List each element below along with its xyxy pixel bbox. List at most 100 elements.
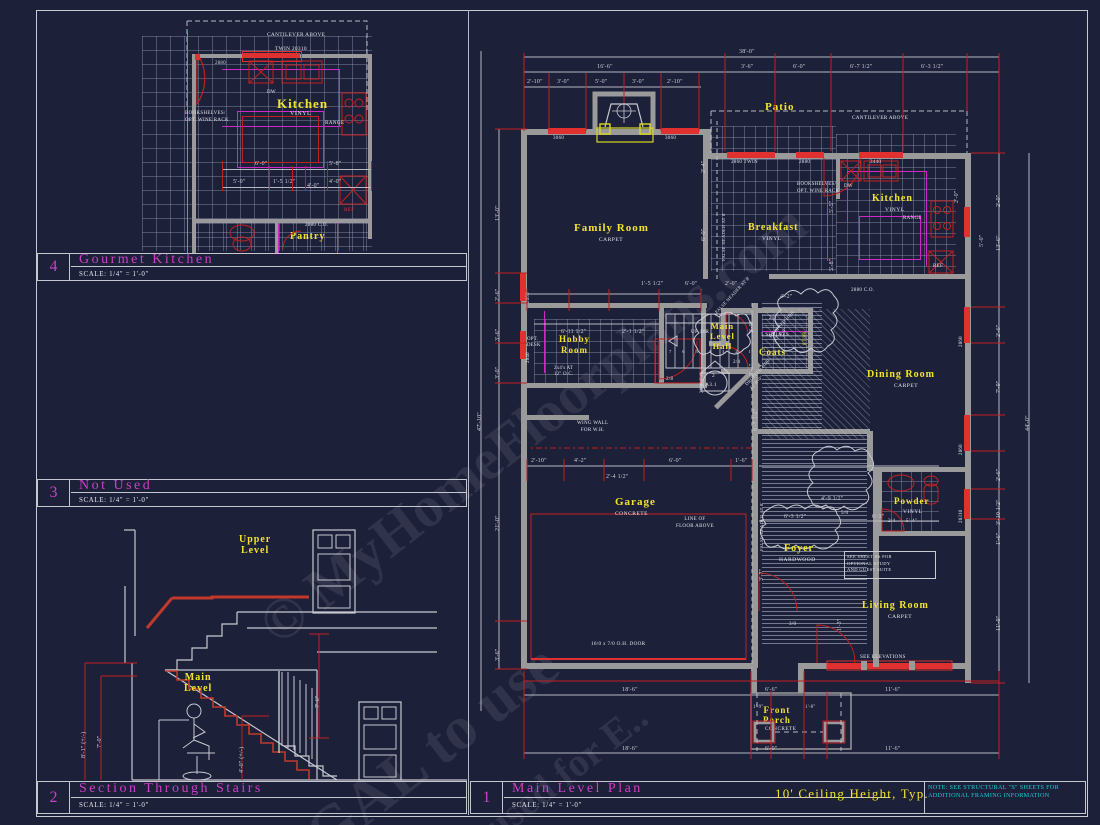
kitchen-bookshelves-note: BOOKSHELVES/OPT. WINE RACK (185, 111, 229, 123)
kitchen-pantry-counter2 (337, 223, 339, 253)
dim-int-2-0-kitchen: 2'-0" (954, 190, 960, 203)
window-2860-twin (727, 152, 775, 158)
dim-top-3-0-b: 3'-0" (632, 79, 645, 85)
title-block-4-title: Gourmet Kitchen (71, 252, 466, 267)
kitchen-range-label: RANGE (325, 120, 345, 126)
wall-diagonal-block (709, 341, 729, 346)
kitchen-left-wall (192, 54, 196, 254)
dim-int-6-3-a: 6'-3 1/2" (784, 514, 807, 520)
dim-int-4-2: 4'-2" (574, 458, 587, 464)
dim-int-2-4: 2'-4 1/2" (606, 474, 629, 480)
kitchen-door-swing (195, 54, 206, 106)
note-dw-plan: DW (844, 184, 853, 189)
dim-top-3-0-a: 3'-0" (557, 79, 570, 85)
kitchen-window-twin (242, 53, 300, 58)
dim-top-5-0: 5'-0" (595, 79, 608, 85)
dim-int-6-3-b: 6'-3" (872, 514, 885, 520)
window-2860-right-a (964, 307, 970, 343)
kitchen-pantry-co-note: 2880 C.O. (305, 223, 329, 228)
dim-int-6-0-a: 6'-0" (685, 281, 698, 287)
note-range-plan: RANGE (903, 216, 922, 221)
title-block-4-scale: SCALE: 1/4" = 1'-0" (79, 269, 149, 278)
kitchen-dim-line-b (222, 187, 372, 188)
kitchen-ext-e (327, 161, 328, 191)
kitchen-ref-label: REF (344, 207, 355, 213)
dim-int-2-10: 2'-10" (531, 458, 547, 464)
wall-kitchen-dining (769, 274, 969, 279)
kitchen-counter-right (339, 69, 341, 127)
room-finish-kitchen-plan: VINYL (885, 207, 905, 213)
title-block-4: 4 Gourmet Kitchen SCALE: 1/4" = 1'-0" (37, 252, 467, 281)
kitchen-plan-counter-2 (847, 171, 927, 173)
window-28310-powder (964, 489, 970, 519)
kitchen-counter-bottom (222, 126, 341, 128)
stair-up-18r-label: UP 18R (691, 329, 710, 335)
dim-int-5-5-kitchen: 5'-5" (829, 200, 835, 213)
kitchen-dw-label: DW (267, 90, 276, 95)
room-finish-living-room: CARPET (888, 614, 913, 620)
section-marker-number: 2 (712, 373, 715, 379)
kitchen-sink (248, 60, 367, 205)
door-2880-patio (796, 152, 824, 158)
dimensions-bottom (523, 671, 1000, 759)
ceiling-height-note: 10' Ceiling Height, Typ. (775, 786, 929, 801)
kitchen-dim-5-0: 5'-0" (233, 179, 246, 185)
room-label-breakfast: Breakfast (748, 222, 799, 233)
note-door-3-0: 3/0 (789, 622, 797, 627)
dim-int-2-0-coats: 2'-0" (749, 320, 755, 333)
kitchen-dim-5-8: 5'-8" (329, 161, 342, 167)
note-bookshelves-plan: BOOKSHELVES/OPT. WINE RACK (797, 182, 840, 194)
room-label-living-room: Living Room (862, 600, 929, 611)
room-finish-breakfast: VINYL (762, 236, 782, 242)
stair-section-geometry (84, 529, 467, 781)
hobby-opt-desk (544, 311, 546, 373)
dimensions-interior (526, 289, 939, 522)
dim-int-6-0-b: 6'-0" (669, 458, 682, 464)
dim-int-2-4-bay: 2'-4" (701, 160, 707, 173)
title-block-1-scale: SCALE: 1/4" = 1'-0" (512, 801, 582, 810)
room-label-coats: Coats (759, 347, 786, 357)
window-3060-right (661, 128, 699, 134)
kitchen-twin-window-note: TWIN 20310 (275, 46, 307, 52)
dim-int-3-7: 3'-7" (759, 568, 765, 581)
kitchen-island-inner (242, 116, 319, 163)
window-2860-right-b (964, 415, 970, 451)
room-label-dining-room: Dining Room (867, 369, 935, 380)
dim-int-4-9: 4'-9 1/2" (821, 496, 844, 502)
dim-top-38-0: 38'-0" (739, 49, 755, 55)
note-5-shelves: 5 SHELVES (761, 333, 789, 338)
dim-top-3-6: 3'-6" (741, 64, 754, 70)
wall-living-right-divider (873, 467, 879, 667)
wall-kitchen-left (836, 159, 840, 199)
room-label-foyer: Foyer (784, 543, 814, 554)
kitchen-right-wall (368, 54, 372, 239)
dim-bottom-6-6: 6'-6" (765, 687, 778, 693)
note-2860-twin: 2860 TWIN (731, 160, 758, 165)
title-block-1-title: Main Level Plan (504, 781, 890, 798)
dim-top-2-10-a: 2'-10" (527, 79, 543, 85)
kitchen-left-cyan-ref (187, 31, 188, 253)
title-block-2-title: Section Through Stairs (71, 781, 466, 798)
title-block-3: 3 Not Used SCALE: 1/4" = 1'-0" (37, 478, 467, 507)
title-block-3-title: Not Used (71, 478, 466, 493)
breakfast-tile-floor (711, 126, 836, 271)
wall-hobby-bottom (527, 383, 707, 388)
stair-dim-7-0: 7'-0" (97, 735, 103, 748)
title-block-2: 2 Section Through Stairs SCALE: 1/4" = 1… (37, 781, 467, 814)
stair-dim-8-1: 8'-1" (+/-) (81, 731, 87, 758)
dim-bottom-18-6-b: 18'-6" (622, 746, 638, 752)
kitchen-finish-label: VINYL (290, 111, 312, 117)
exterior-wall-bottom-left (521, 663, 751, 669)
wall-family-breakfast (703, 129, 708, 279)
exterior-wall-porch-edge (798, 663, 804, 693)
note-3060-right: 3060 (665, 136, 677, 141)
dim-top-6-7: 6'-7 1/2" (850, 64, 873, 70)
dim-bottom-18-6-a: 18'-6" (622, 687, 638, 693)
